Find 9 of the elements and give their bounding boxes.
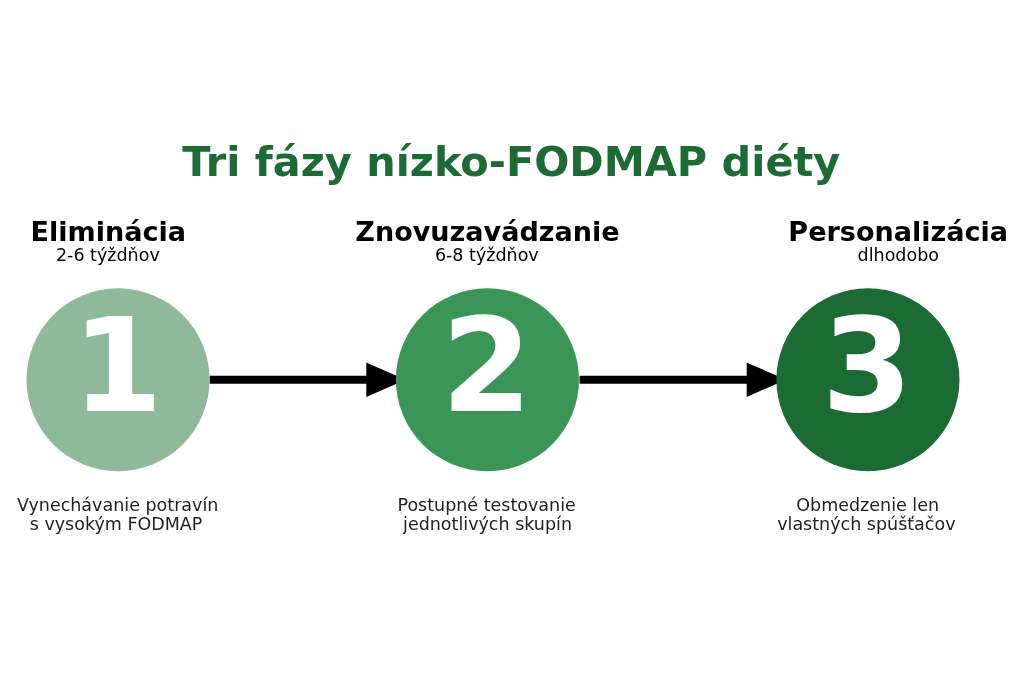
node-circle: 1	[26, 288, 210, 472]
node-label: 2-6 týždňov	[55, 244, 160, 265]
node-label: Postupné testovanie jednotlivých skupín	[396, 494, 576, 534]
node-label: 6-8 týždňov	[434, 244, 539, 265]
node-circle: 3	[775, 288, 959, 472]
node-label: Obmedzenie len vlastných spúšťačov	[776, 494, 956, 534]
node-label: Vynechávanie potravín s vysokým FODMAP	[16, 494, 218, 534]
node-circle: 2	[395, 288, 579, 472]
diagram-title: Tri fázy nízko-FODMAP diéty	[181, 138, 840, 187]
